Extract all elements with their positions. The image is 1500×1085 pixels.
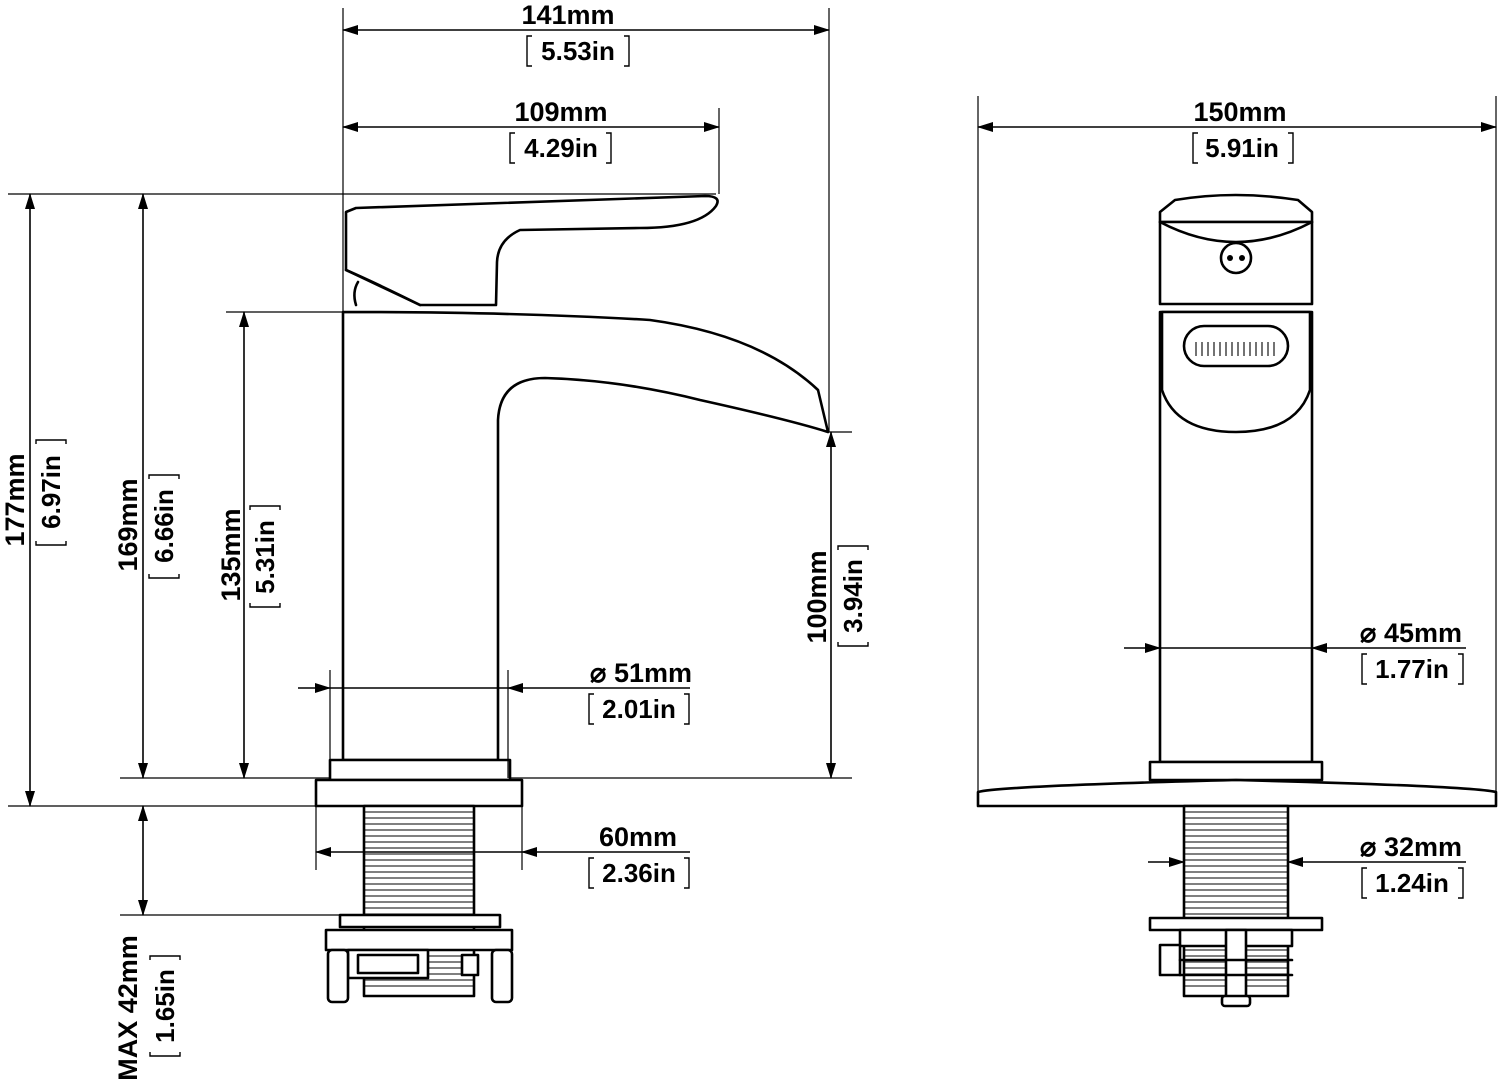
front-view-dimensions: 150mm 5.91in ⌀ 45mm 1.77in ⌀ 32mm 1.24in [977, 96, 1497, 899]
dim-135-in: 5.31in [250, 520, 280, 594]
dim-42-in: 1.65in [150, 969, 180, 1043]
front-fixing-bracket [1148, 916, 1324, 1008]
front-view-faucet [976, 193, 1498, 1008]
dim-32-mm: 32mm [1384, 832, 1462, 862]
dim-45-mm: 45mm [1384, 618, 1462, 648]
dim-51-mm: 51mm [614, 658, 692, 688]
side-base-ring [328, 758, 512, 782]
dim-141-in: 5.53in [541, 36, 615, 66]
dim-100-in: 3.94in [838, 559, 868, 633]
front-deck-plate [976, 778, 1498, 808]
dim-141-mm: 141mm [521, 0, 614, 30]
dim-32-symbol: ⌀ [1360, 832, 1376, 862]
side-view-faucet [314, 194, 830, 1004]
front-aerator [1182, 324, 1290, 368]
front-aerator-slots [1195, 342, 1275, 356]
side-handle [344, 194, 719, 307]
dim-51-symbol: ⌀ [590, 658, 606, 688]
front-base-ring [1148, 760, 1324, 782]
dim-169-mm: 169mm [113, 478, 143, 571]
dim-32-in: 1.24in [1375, 868, 1449, 898]
dim-60-mm: 60mm [599, 822, 677, 852]
dim-45-in: 1.77in [1375, 654, 1449, 684]
front-handle [1158, 193, 1314, 224]
dim-51-in: 2.01in [602, 694, 676, 724]
dim-150-mm: 150mm [1193, 97, 1286, 127]
dim-177-mm: 177mm [0, 453, 30, 546]
dim-109-in: 4.29in [524, 133, 598, 163]
dim-109-mm: 109mm [514, 97, 607, 127]
side-body-spout [341, 310, 830, 762]
dim-150-in: 5.91in [1205, 133, 1279, 163]
dim-42-mm: MAX 42mm [113, 935, 143, 1081]
dim-45-symbol: ⌀ [1360, 618, 1376, 648]
side-fixing-bracket [324, 913, 514, 1004]
side-deck-plate [314, 778, 524, 808]
dim-60-in: 2.36in [602, 858, 676, 888]
dim-177-in: 6.97in [36, 455, 66, 529]
dim-135-mm: 135mm [216, 508, 246, 601]
dim-169-in: 6.66in [149, 489, 179, 563]
front-handle-screw [1219, 241, 1253, 275]
dim-100-mm: 100mm [802, 550, 832, 643]
side-view-dimensions: 141mm 5.53in 109mm 4.29in 177mm 6.97in 1… [0, 0, 869, 1081]
